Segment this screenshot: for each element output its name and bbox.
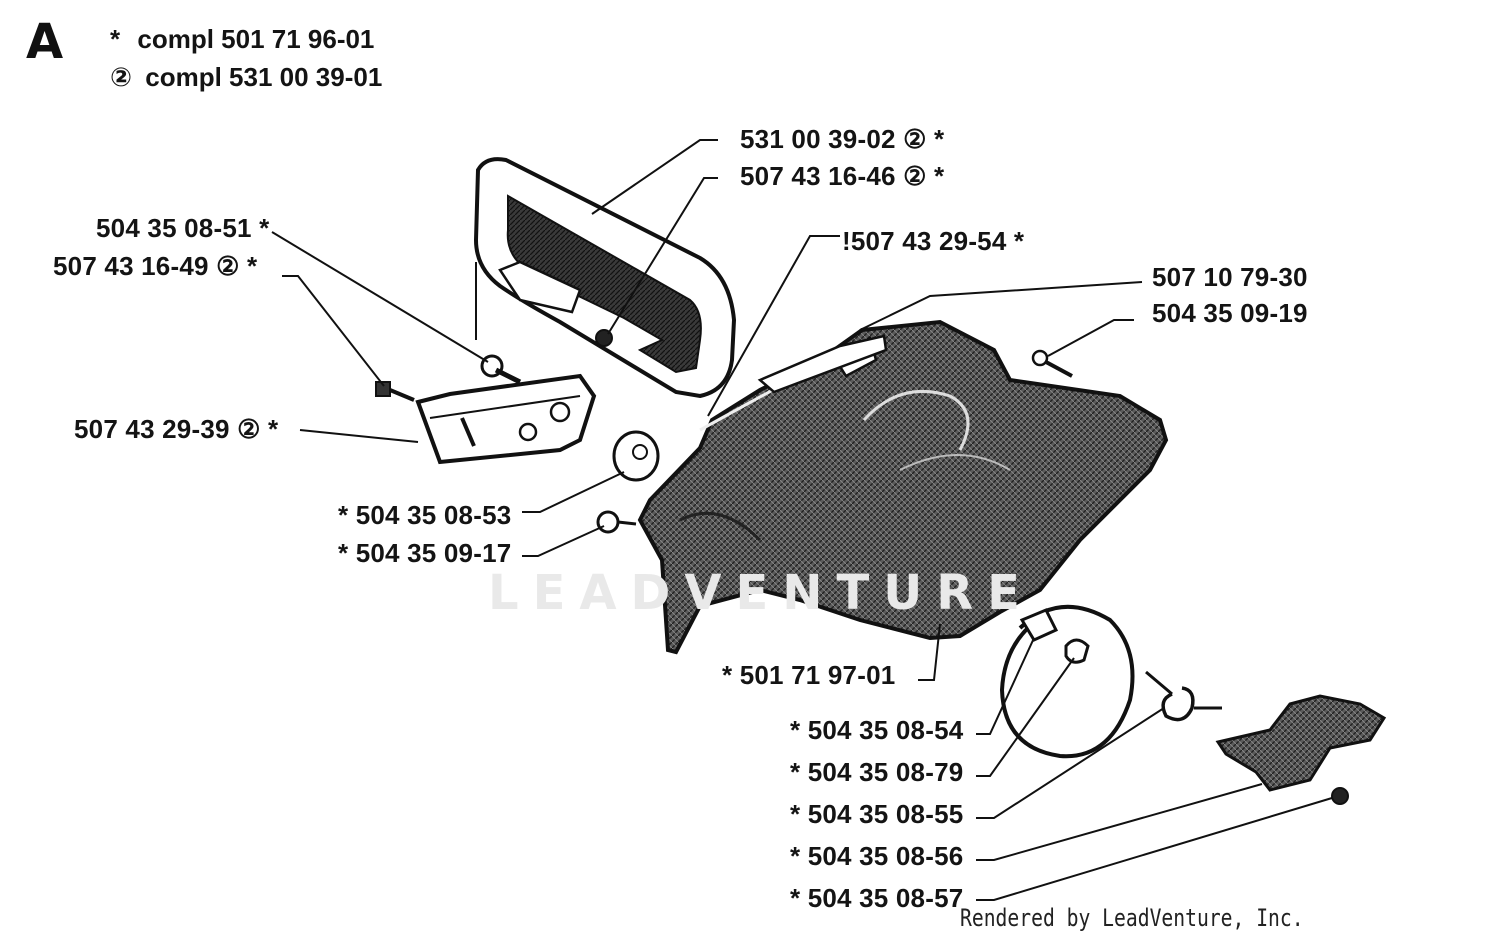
part-label-504-35-08-56[interactable]: * 504 35 08-56 — [790, 841, 964, 871]
brake-band-assembly — [999, 604, 1387, 805]
part-label-504-35-08-55[interactable]: * 504 35 08-55 — [790, 799, 964, 829]
washer-cup — [612, 430, 660, 482]
small-washer — [596, 510, 637, 534]
legend-item-circle-2: ② compl 531 00 39-01 — [110, 62, 382, 92]
part-label-531-00-39-02[interactable]: 531 00 39-02 ② * — [740, 124, 945, 154]
legend-text: compl 531 00 39-01 — [145, 62, 383, 92]
part-label-507-43-29-39[interactable]: 507 43 29-39 ② * — [74, 414, 279, 444]
render-credit: Rendered by LeadVenture, Inc. — [960, 904, 1304, 932]
part-label-504-35-08-54[interactable]: * 504 35 08-54 — [790, 715, 964, 745]
section-letter: A — [26, 14, 64, 70]
screw-left — [375, 381, 415, 402]
fasteners — [375, 329, 1073, 534]
part-label-504-35-09-19[interactable]: 504 35 09-19 — [1152, 298, 1308, 328]
legend-marker: * — [110, 24, 121, 54]
legend-item-star: * compl 501 71 96-01 — [110, 24, 374, 54]
part-label-507-43-16-49[interactable]: 507 43 16-49 ② * — [53, 251, 258, 281]
part-label-504-35-08-53[interactable]: * 504 35 08-53 — [338, 500, 512, 530]
part-label-507-43-16-46[interactable]: 507 43 16-46 ② * — [740, 161, 945, 191]
bracket-plate — [415, 373, 597, 465]
part-label-504-35-09-17[interactable]: * 504 35 09-17 — [338, 538, 512, 568]
legend-text: compl 501 71 96-01 — [137, 24, 375, 54]
stud-with-spring — [480, 354, 522, 385]
leader-lines — [271, 139, 1333, 901]
watermark: LEADVENTURE — [488, 565, 1034, 621]
bar-cover-plate — [473, 157, 737, 399]
screw-right — [1031, 349, 1073, 378]
legend-marker: ② — [110, 62, 133, 92]
part-label-504-35-08-79[interactable]: * 504 35 08-79 — [790, 757, 964, 787]
part-label-501-71-97-01[interactable]: * 501 71 97-01 — [722, 660, 896, 690]
part-label-504-35-08-51[interactable]: 504 35 08-51 * — [96, 213, 270, 243]
part-label-507-10-79-30[interactable]: 507 10 79-30 — [1152, 262, 1308, 292]
part-label-504-35-08-57[interactable]: * 504 35 08-57 — [790, 883, 964, 913]
clutch-cover-body — [637, 319, 1169, 655]
part-label-507-43-29-54[interactable]: !507 43 29-54 * — [842, 226, 1025, 256]
